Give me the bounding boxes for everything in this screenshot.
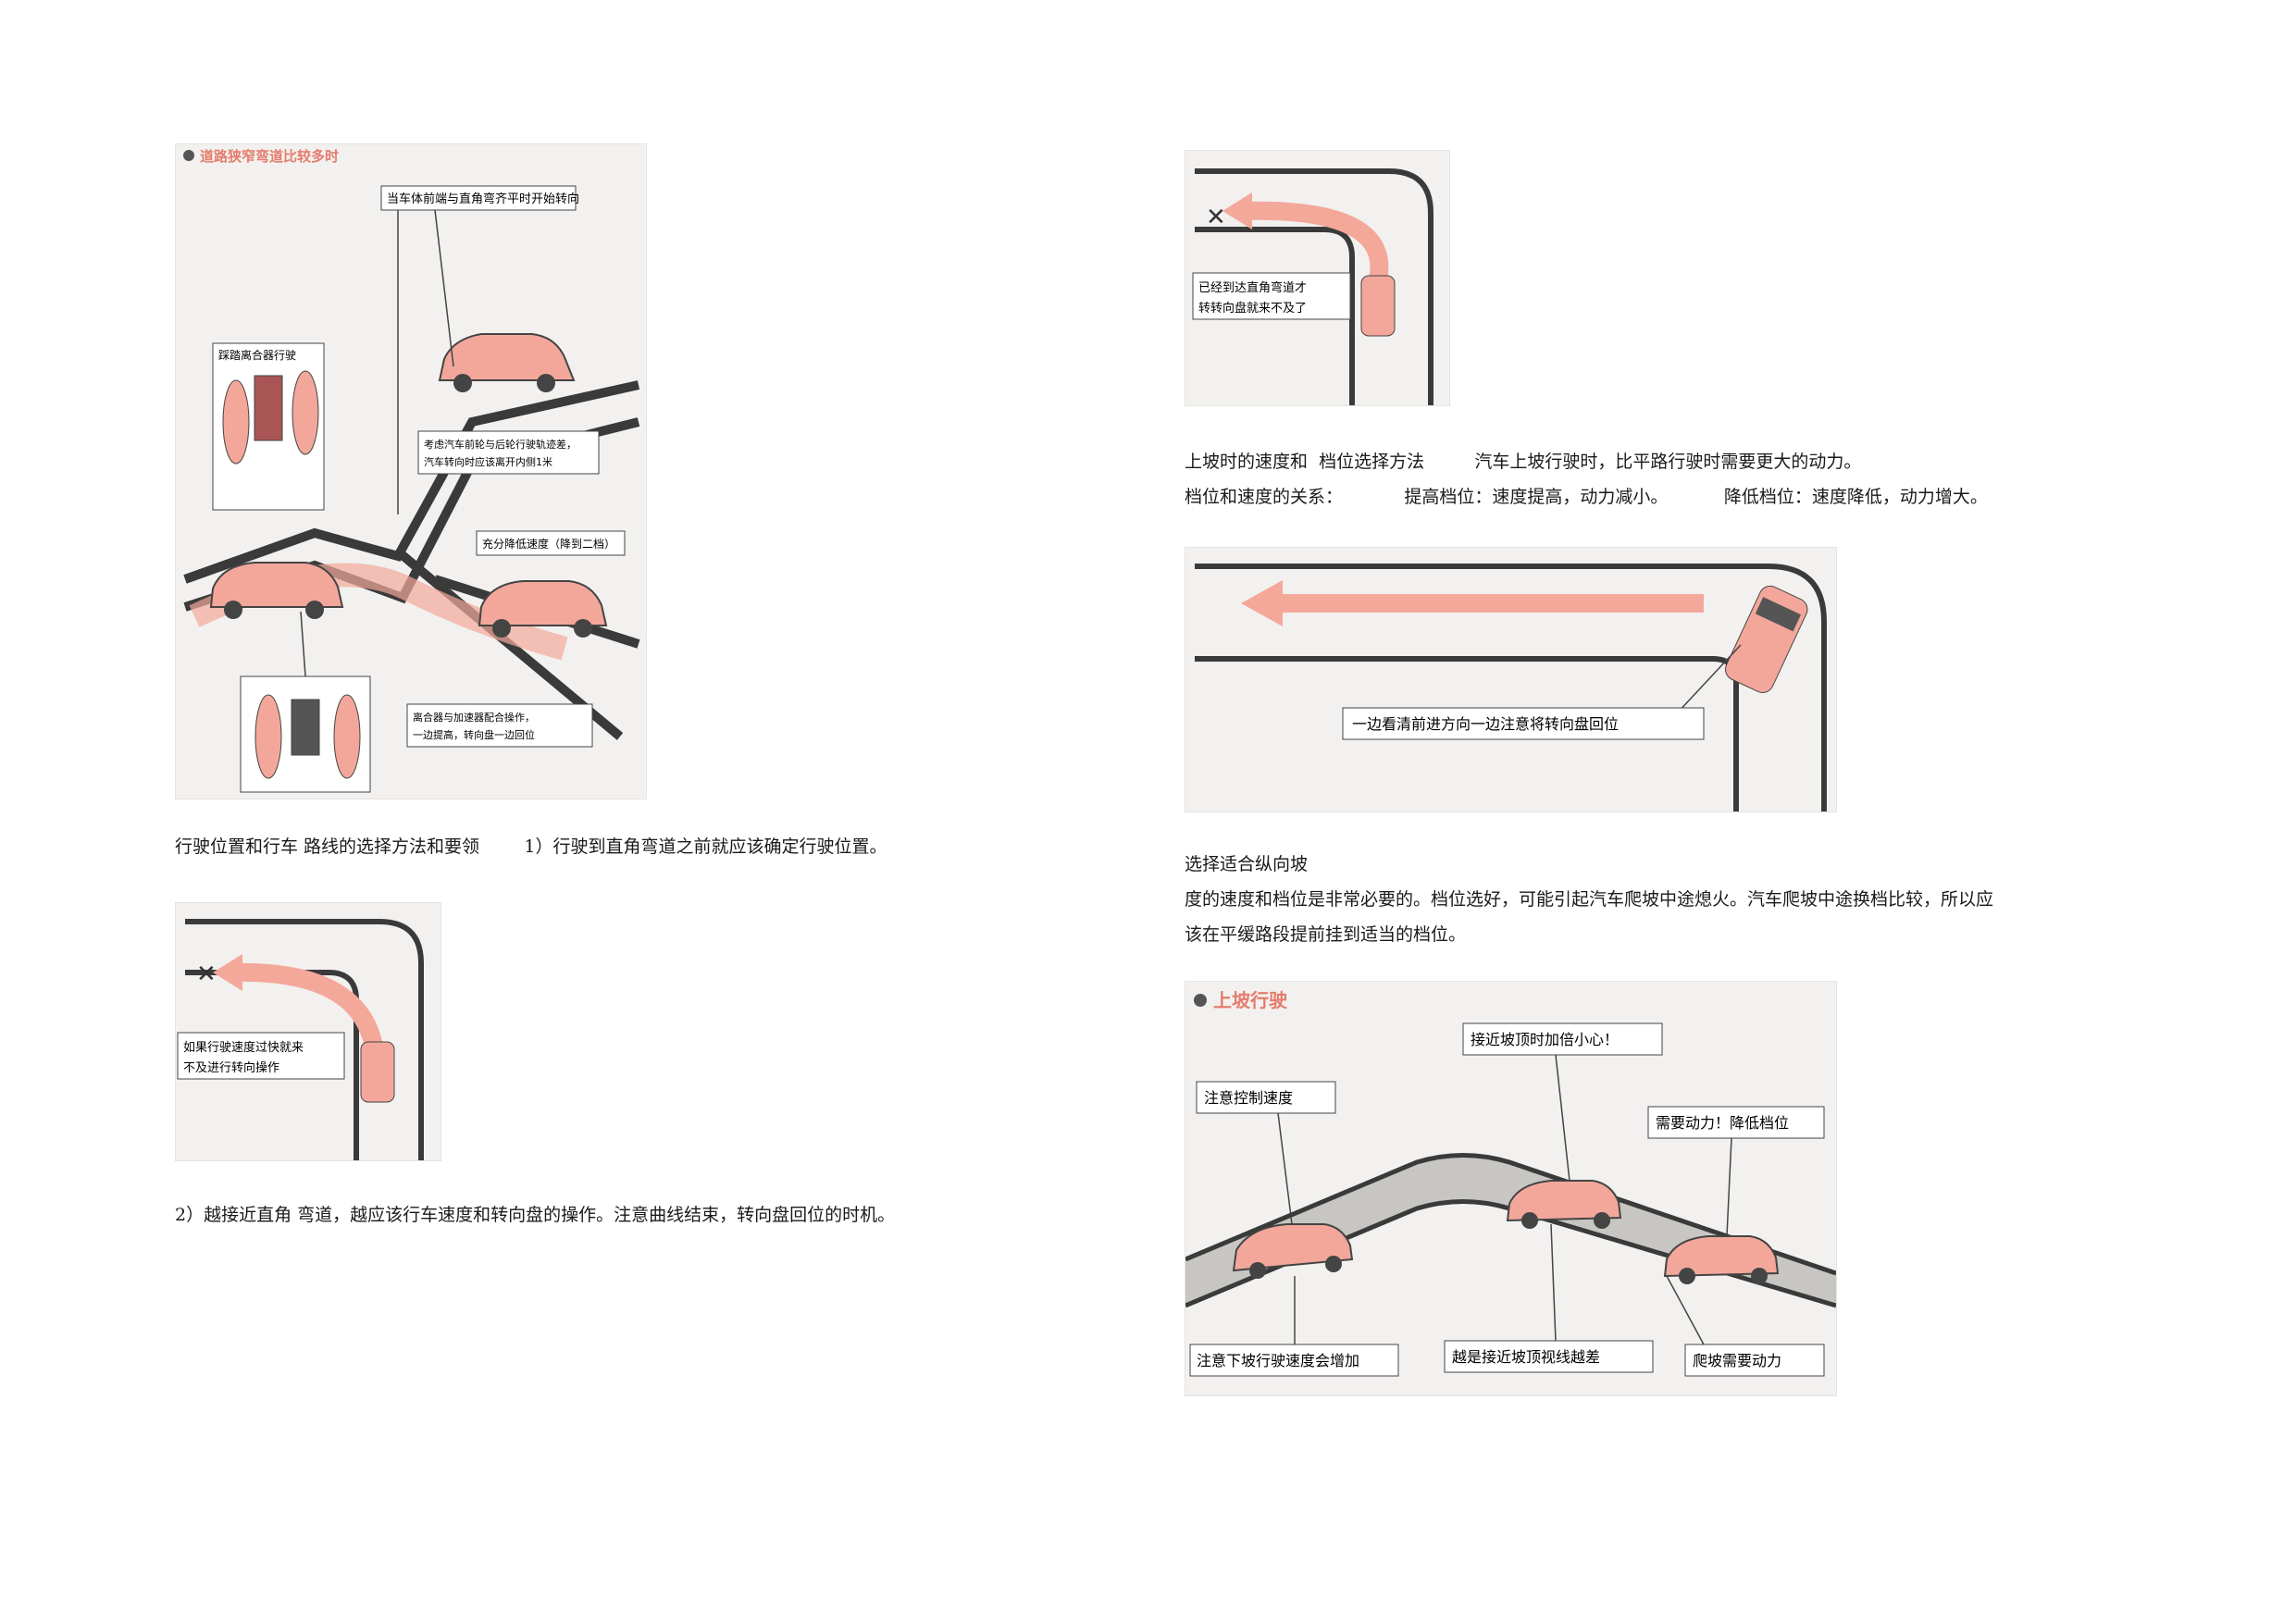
callout-line-2: 不及进行转向操作: [183, 1060, 279, 1075]
callout-box-right: [476, 530, 626, 556]
paragraph-slope-heading: 选择适合纵向坡: [1185, 854, 1309, 874]
callout-box-b: [1462, 1022, 1663, 1056]
steering-return-illustration: 一边看清前进方向一边注意将转向盘回位: [1185, 548, 1836, 812]
car-top-view: [360, 1041, 395, 1103]
car-downhill: [1232, 1223, 1354, 1279]
callout-line-1: 已经到达直角弯道才: [1198, 280, 1307, 295]
paragraph-slope-body-2: 该在平缓路段提前挂到适当的档位。: [1185, 924, 1467, 945]
pedal-icon: [254, 694, 282, 779]
arch-shape: [1371, 1287, 1500, 1333]
callout-box-a: [1196, 1081, 1336, 1114]
callout-box: [1342, 707, 1705, 740]
arrow-head-icon: [1241, 580, 1283, 626]
pedal-icon: [292, 370, 319, 455]
cross-icon: ✕: [196, 960, 217, 988]
bullet-icon: [1194, 994, 1207, 1007]
callout-near-top: 接近坡顶时加倍小心！: [1471, 1031, 1619, 1048]
callout-box-f: [1684, 1344, 1825, 1377]
road-bottom-edge: [1185, 1199, 1836, 1308]
figure-steering-return: 一边看清前进方向一边注意将转向盘回位: [1185, 547, 1837, 812]
callout-box-c: [1647, 1106, 1825, 1139]
callout-line-2: 转转向盘就来不及了: [1198, 301, 1307, 316]
callout-box: [177, 1032, 345, 1080]
callout-steering: 一边看清前进方向一边注意将转向盘回位: [1352, 715, 1619, 733]
callout-mid-1: 考虑汽车前轮与后轮行驶轨迹差，: [424, 438, 577, 451]
car-top-view: [1360, 275, 1396, 337]
callout-box-mid: [417, 430, 600, 475]
callout-right: 充分降低速度（降到二档）: [482, 537, 615, 551]
paragraph-approach-turn: 2）越接近直角 弯道，越应该行车速度和转向盘的操作。注意曲线结束，转向盘回位的时…: [175, 1205, 896, 1225]
figure-right-angle-turn-fast: ✕ 如果行驶速度过快就来 不及进行转向操作: [175, 902, 441, 1161]
car-uphill: [1663, 1235, 1780, 1284]
callout-box-e: [1444, 1340, 1654, 1373]
callout-pedal: 踩踏离合器行驶: [218, 348, 296, 362]
road-inner-edge: [1195, 227, 1355, 405]
paragraph-slope-body-1: 度的速度和档位是非常必要的。档位选好，可能引起汽车爬坡中途熄火。汽车爬坡中途换档…: [1185, 889, 1994, 910]
figure-narrow-road-curves: 道路狭窄弯道比较多时 当车体前端与直角弯齐平时开始转向 踩踏离合器行驶: [175, 143, 647, 799]
pedal-icon: [254, 375, 283, 441]
fig1-title: 道路狭窄弯道比较多时: [200, 148, 339, 165]
car-top: [438, 333, 576, 392]
callout-climb-power: 爬坡需要动力: [1693, 1352, 1781, 1369]
callout-downhill-speed: 注意下坡行驶速度会增加: [1197, 1352, 1359, 1369]
callout-control-speed: 注意控制速度: [1204, 1089, 1293, 1107]
paragraph-uphill-method: 上坡时的速度和 档位选择方法 汽车上坡行驶时，比平路行驶时需要更大的动力。: [1185, 452, 1862, 472]
bullet-icon: [183, 150, 194, 161]
callout-mid-2: 汽车转向时应该离开内侧1米: [424, 455, 552, 468]
pedal-icon: [333, 694, 361, 779]
callout-line-1: 如果行驶速度过快就来: [183, 1040, 304, 1055]
figure-uphill-driving: 上坡行驶 注意控制速度 接近坡顶时加倍小心！ 需要动力！降低档位 注意下坡行驶速…: [1185, 981, 1837, 1396]
arrow-head-icon: [1222, 192, 1252, 229]
pedal-icon: [291, 699, 320, 756]
figure-right-angle-turn-late: ✕ 已经到达直角弯道才 转转向盘就来不及了: [1185, 150, 1450, 406]
paragraph-driving-position: 行驶位置和行车 路线的选择方法和要领 1）行驶到直角弯道之前就应该确定行驶位置。: [175, 836, 887, 857]
callout-box: [1192, 272, 1351, 320]
callout-bottom-1: 离合器与加速器配合操作，: [413, 711, 535, 724]
callout-need-power: 需要动力！降低档位: [1656, 1114, 1789, 1132]
callout-box-d: [1189, 1344, 1399, 1377]
road-outer-edge: [1195, 168, 1433, 405]
right-angle-late-illustration: ✕ 已经到达直角弯道才 转转向盘就来不及了: [1185, 151, 1449, 405]
callout-top: 当车体前端与直角弯齐平时开始转向: [387, 192, 579, 206]
road-top-edge: [1185, 1153, 1836, 1276]
fig5-title: 上坡行驶: [1213, 989, 1287, 1011]
callout-box-bottom: [406, 703, 593, 748]
uphill-illustration: 上坡行驶 注意控制速度 接近坡顶时加倍小心！ 需要动力！降低档位 注意下坡行驶速…: [1185, 982, 1836, 1395]
car-left: [209, 562, 344, 619]
arrow-head-icon: [213, 954, 242, 991]
road-outer-edge: [1195, 564, 1827, 812]
callout-box-top: [380, 185, 577, 211]
route-arrow: [1240, 201, 1389, 293]
pedal-icon: [222, 379, 250, 465]
car-right: [478, 580, 608, 638]
narrow-road-illustration: 道路狭窄弯道比较多时 当车体前端与直角弯齐平时开始转向 踩踏离合器行驶: [176, 144, 646, 799]
paragraph-gear-speed-relation: 档位和速度的关系： 提高档位：速度提高，动力减小。 降低档位：速度降低，动力增大…: [1185, 487, 1988, 507]
car-top-view: [1725, 585, 1808, 693]
car-top: [1506, 1180, 1622, 1229]
road-outer-edge: [185, 919, 424, 1160]
cross-icon: ✕: [1206, 204, 1226, 231]
callout-bottom-2: 一边提高，转向盘一边回位: [413, 728, 535, 741]
callout-view-worse: 越是接近坡顶视线越差: [1452, 1348, 1600, 1366]
right-angle-fast-illustration: ✕ 如果行驶速度过快就来 不及进行转向操作: [176, 903, 441, 1160]
